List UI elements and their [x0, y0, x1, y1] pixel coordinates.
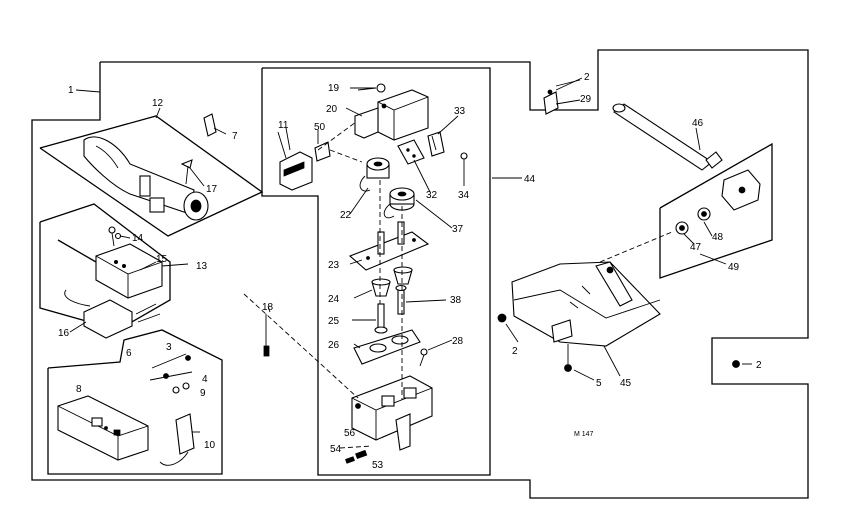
callout-48: 48 — [712, 232, 724, 243]
valve-assembly-box — [261, 67, 491, 476]
part-26-gasket — [353, 329, 421, 365]
part-18-screw — [243, 293, 359, 399]
callout-2-top: 2 — [584, 72, 590, 83]
igniter-group-box — [47, 329, 223, 475]
callout-20: 20 — [326, 104, 338, 115]
callout-22: 22 — [340, 210, 352, 221]
callout-4: 4 — [202, 374, 208, 385]
callout-34: 34 — [458, 190, 470, 201]
part-5-screw — [564, 344, 572, 372]
callout-9: 9 — [200, 388, 206, 399]
callout-17: 17 — [206, 184, 218, 195]
callout-6: 6 — [126, 348, 132, 359]
callout-5: 5 — [596, 378, 602, 389]
outer-assembly-boundary — [31, 49, 809, 499]
callout-47: 47 — [690, 242, 702, 253]
callout-labels: 1 2 29 12 7 17 14 15 13 16 18 6 3 4 9 8 … — [58, 72, 762, 471]
drawing-code: M 147 — [574, 431, 594, 438]
part-15-pilot-block — [57, 239, 163, 299]
part-2-screw-left — [497, 313, 507, 323]
callout-2-left: 2 — [512, 346, 518, 357]
part-11-connector — [277, 131, 313, 191]
callout-54: 54 — [330, 444, 342, 455]
callout-24: 24 — [328, 294, 340, 305]
callout-11: 11 — [278, 120, 289, 131]
part-10-bracket — [159, 413, 195, 466]
callout-44: 44 — [524, 174, 536, 185]
callout-10: 10 — [204, 440, 216, 451]
part-25-pin — [374, 303, 388, 334]
callout-32: 32 — [426, 190, 438, 201]
callout-14: 14 — [132, 233, 144, 244]
fitting-group-box — [659, 142, 773, 279]
part-2-screw-right — [732, 360, 740, 368]
parts-53-54-56-screws — [339, 445, 373, 464]
part-3-4-screws — [149, 353, 193, 381]
callout-33: 33 — [454, 106, 466, 117]
callout-50: 50 — [314, 122, 326, 133]
callout-49: 49 — [728, 262, 740, 273]
part-24-grommets — [371, 266, 413, 297]
leader-lines — [69, 77, 752, 433]
callout-37: 37 — [452, 224, 464, 235]
part-34-screw — [460, 152, 468, 174]
part-7-clip — [203, 113, 217, 137]
pilot-group-box — [39, 203, 171, 331]
part-23-plate — [348, 221, 430, 271]
callout-25: 25 — [328, 316, 340, 327]
callout-53: 53 — [372, 460, 384, 471]
part-22-coil — [359, 157, 390, 192]
part-47-nut — [675, 221, 689, 235]
valve-body — [351, 375, 433, 451]
part-29-clip — [543, 79, 581, 115]
callout-7: 7 — [232, 131, 238, 142]
callout-23: 23 — [328, 260, 340, 271]
callout-12: 12 — [152, 98, 164, 109]
burner-group-box — [39, 115, 264, 237]
callout-13: 13 — [196, 261, 208, 272]
callout-2-right: 2 — [756, 360, 762, 371]
callout-45: 45 — [620, 378, 632, 389]
part-32-plate — [397, 139, 425, 165]
part-50-plate — [314, 121, 363, 163]
callout-18: 18 — [262, 302, 274, 313]
part-28-screw — [419, 348, 428, 367]
part-45-bracket — [511, 261, 661, 347]
part-33-clip — [427, 131, 445, 157]
part-17-screw — [180, 159, 193, 185]
callout-1: 1 — [68, 85, 74, 96]
callout-16: 16 — [58, 328, 70, 339]
part-37-coil — [383, 187, 415, 219]
part-20-bracket — [354, 89, 429, 141]
part-12-burner-tube — [83, 136, 209, 221]
callout-3: 3 — [166, 342, 172, 353]
part-9-screw — [172, 382, 190, 394]
part-38-pin — [395, 284, 407, 315]
callout-26: 26 — [328, 340, 340, 351]
part-48-fitting — [697, 169, 761, 221]
part-14-screw — [108, 226, 122, 247]
callout-29: 29 — [580, 94, 592, 105]
callout-28: 28 — [452, 336, 464, 347]
fitting-assembly-line — [599, 231, 673, 263]
callout-15: 15 — [156, 254, 168, 265]
callout-8: 8 — [76, 384, 82, 395]
part-46-tube — [612, 103, 723, 171]
callout-38: 38 — [450, 295, 462, 306]
callout-56: 56 — [344, 428, 356, 439]
part-8-igniter — [57, 395, 149, 461]
part-19-screw — [350, 83, 386, 93]
callout-46: 46 — [692, 118, 704, 129]
callout-19: 19 — [328, 83, 340, 94]
part-16-thermocouple — [64, 289, 161, 339]
